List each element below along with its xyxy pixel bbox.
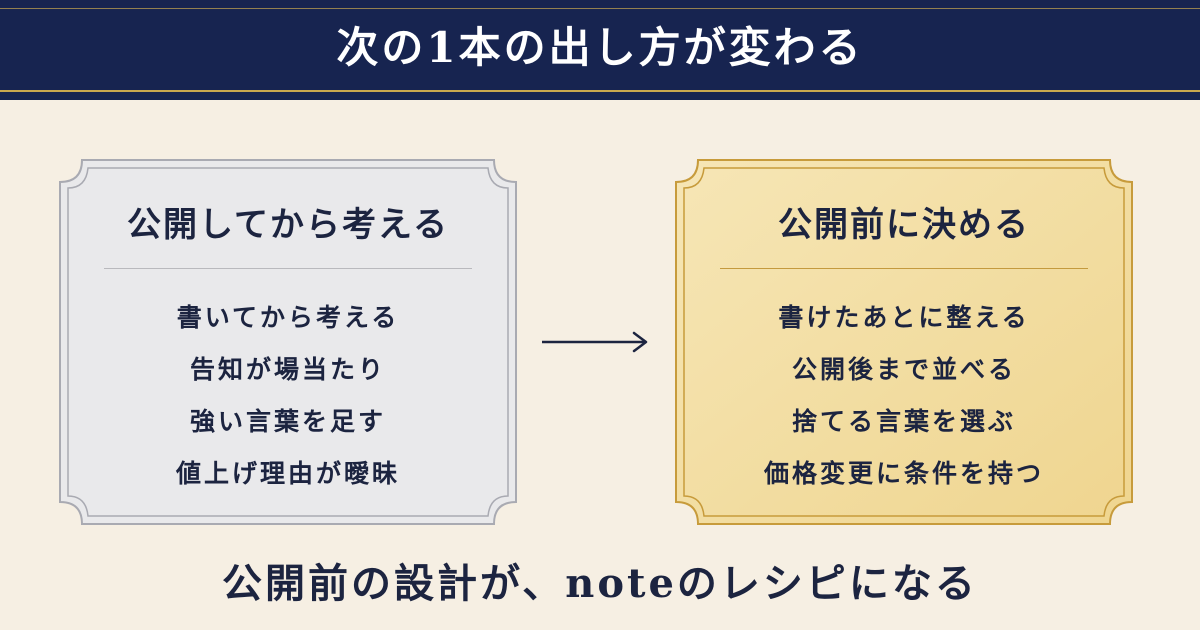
banner-top-line	[0, 8, 1200, 9]
banner-bottom-line	[0, 90, 1200, 92]
after-item: 書けたあとに整える	[778, 303, 1030, 332]
before-item: 値上げ理由が曖昧	[175, 459, 400, 488]
banner-title: 次の1本の出し方が変わる	[336, 23, 864, 72]
before-card-list: 書いてから考える 告知が場当たり 強い言葉を足す 値上げ理由が曖昧	[58, 292, 518, 500]
header-banner: 次の1本の出し方が変わる	[0, 0, 1200, 100]
after-card-divider	[720, 268, 1088, 269]
before-item: 強い言葉を足す	[189, 407, 386, 436]
footer-tagline: 公開前の設計が、noteのレシピになる	[222, 560, 978, 607]
arrow-right-icon	[542, 331, 648, 353]
before-card: 公開してから考える 書いてから考える 告知が場当たり 強い言葉を足す 値上げ理由…	[58, 158, 518, 526]
after-card-title: 公開前に決める	[778, 205, 1030, 245]
before-item: 告知が場当たり	[189, 355, 386, 384]
before-card-divider	[104, 268, 472, 269]
after-item: 価格変更に条件を持つ	[763, 459, 1044, 488]
before-card-frame	[59, 159, 517, 525]
after-item: 捨てる言葉を選ぶ	[791, 407, 1016, 436]
after-card-list: 書けたあとに整える 公開後まで並べる 捨てる言葉を選ぶ 価格変更に条件を持つ	[674, 292, 1134, 500]
after-card: 公開前に決める 書けたあとに整える 公開後まで並べる 捨てる言葉を選ぶ 価格変更…	[674, 158, 1134, 526]
before-item: 書いてから考える	[176, 303, 400, 332]
after-card-frame	[675, 159, 1133, 525]
before-card-title: 公開してから考える	[127, 205, 449, 245]
after-item: 公開後まで並べる	[791, 355, 1016, 384]
